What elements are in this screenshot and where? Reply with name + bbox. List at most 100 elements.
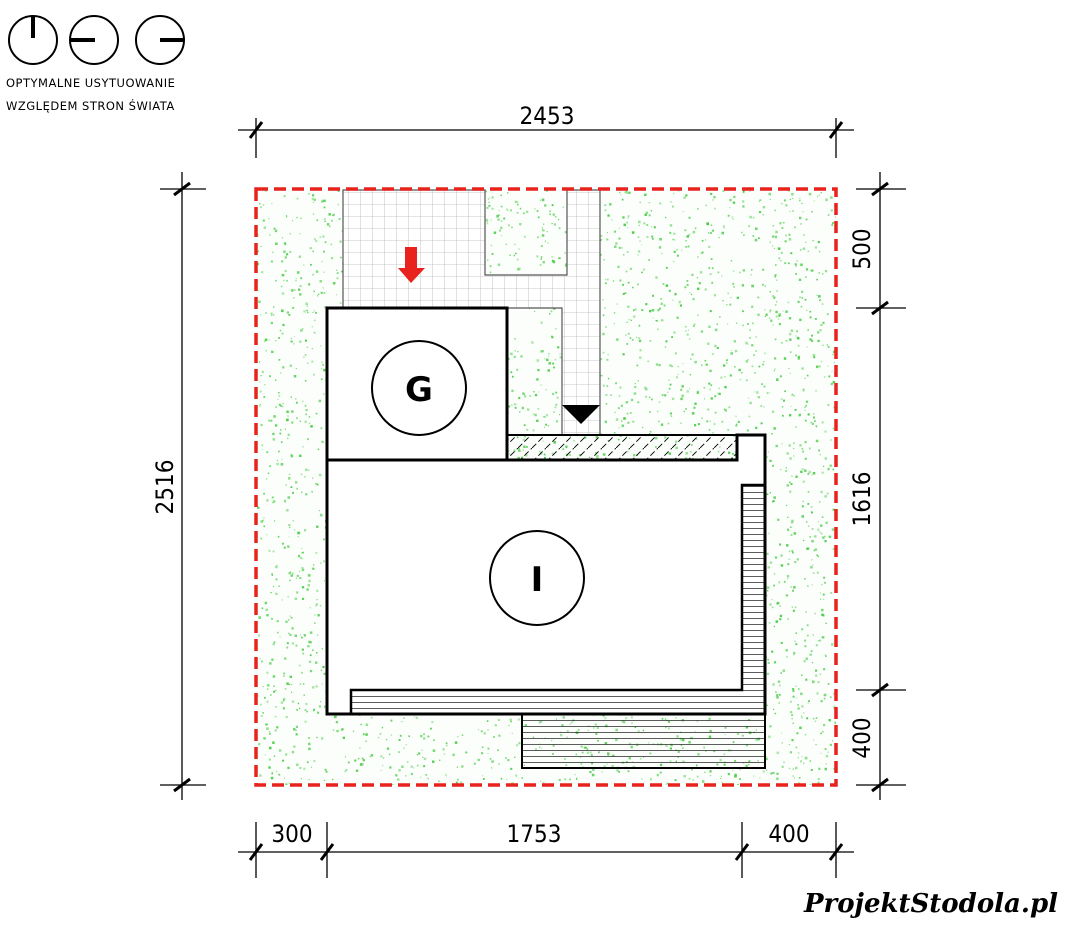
grass-speckle [301,648,304,651]
grass-speckle [510,371,513,374]
orientation-east-icon [135,15,185,65]
grass-speckle [282,366,285,369]
grass-speckle [313,564,315,566]
grass-speckle [701,417,703,419]
grass-speckle [816,571,819,574]
grass-speckle [271,773,273,775]
grass-speckle [288,683,291,686]
grass-speckle [803,539,805,542]
grass-speckle [736,423,738,425]
grass-speckle [520,355,523,358]
grass-speckle [301,567,304,569]
grass-speckle [551,222,553,225]
grass-speckle [771,606,774,609]
grass-speckle [792,695,795,698]
grass-speckle [259,206,262,209]
grass-speckle [541,198,545,202]
grass-speckle [523,235,526,238]
grass-speckle [658,246,662,249]
grass-speckle [820,324,823,327]
grass-speckle [395,774,398,777]
grass-speckle [291,750,295,754]
grass-speckle [819,501,821,503]
grass-speckle [828,719,831,722]
grass-speckle [811,662,814,664]
grass-speckle [788,767,791,770]
grass-speckle [268,218,270,220]
grass-speckle [814,612,816,615]
grass-speckle [801,367,804,370]
grass-speckle [317,634,319,636]
grass-speckle [797,704,799,706]
grass-speckle [511,389,514,393]
grass-speckle [729,198,732,202]
grass-speckle [774,556,778,559]
grass-speckle [659,771,662,774]
grass-speckle [500,220,503,222]
grass-speckle [820,490,823,494]
grass-speckle [316,652,318,654]
grass-speckle [682,370,684,373]
grass-speckle [330,243,333,246]
grass-speckle [824,581,826,584]
grass-speckle [618,395,621,397]
grass-speckle [818,521,820,523]
grass-speckle [676,254,679,257]
grass-speckle [276,726,279,729]
grass-speckle [296,271,300,274]
grass-speckle [602,351,605,354]
grass-speckle [828,535,832,538]
grass-speckle [811,584,813,586]
grass-speckle [732,270,735,272]
grass-speckle [652,317,654,319]
grass-speckle [619,386,622,389]
grass-speckle [314,614,316,616]
grass-speckle [340,256,342,259]
grass-speckle [707,408,710,411]
grass-speckle [792,210,794,212]
grass-speckle [751,269,753,271]
grass-speckle [523,424,526,427]
grass-speckle [626,251,629,253]
grass-speckle [664,394,667,397]
grass-speckle [665,266,668,269]
grass-speckle [727,292,729,294]
grass-speckle [432,760,435,763]
grass-speckle [620,404,623,407]
grass-speckle [772,235,775,238]
grass-speckle [787,578,789,580]
grass-speckle [276,564,278,566]
grass-speckle [632,420,635,423]
grass-speckle [651,309,655,312]
grass-speckle [665,216,667,219]
grass-speckle [801,756,803,758]
grass-speckle [816,365,818,368]
grass-speckle [756,391,759,394]
grass-speckle [646,224,649,226]
grass-speckle [701,239,704,242]
grass-speckle [800,223,802,225]
grass-speckle [770,319,773,322]
grass-speckle [697,287,700,290]
grass-speckle [768,532,770,535]
grass-speckle [776,772,779,775]
grass-speckle [769,311,771,313]
grass-speckle [547,369,550,372]
grass-speckle [286,646,289,649]
grass-speckle [361,757,364,760]
grass-speckle [792,197,794,199]
grass-speckle [362,759,365,762]
grass-speckle [767,451,769,453]
grass-speckle [787,618,789,620]
grass-speckle [790,405,792,407]
grass-speckle [755,336,757,338]
grass-speckle [658,401,661,403]
grass-speckle [818,640,820,642]
grass-speckle [765,769,768,771]
grass-speckle [817,528,820,531]
grass-speckle [691,353,694,356]
grass-speckle [650,778,652,780]
grass-speckle [277,398,279,400]
grass-speckle [293,529,296,531]
grass-speckle [291,684,293,685]
